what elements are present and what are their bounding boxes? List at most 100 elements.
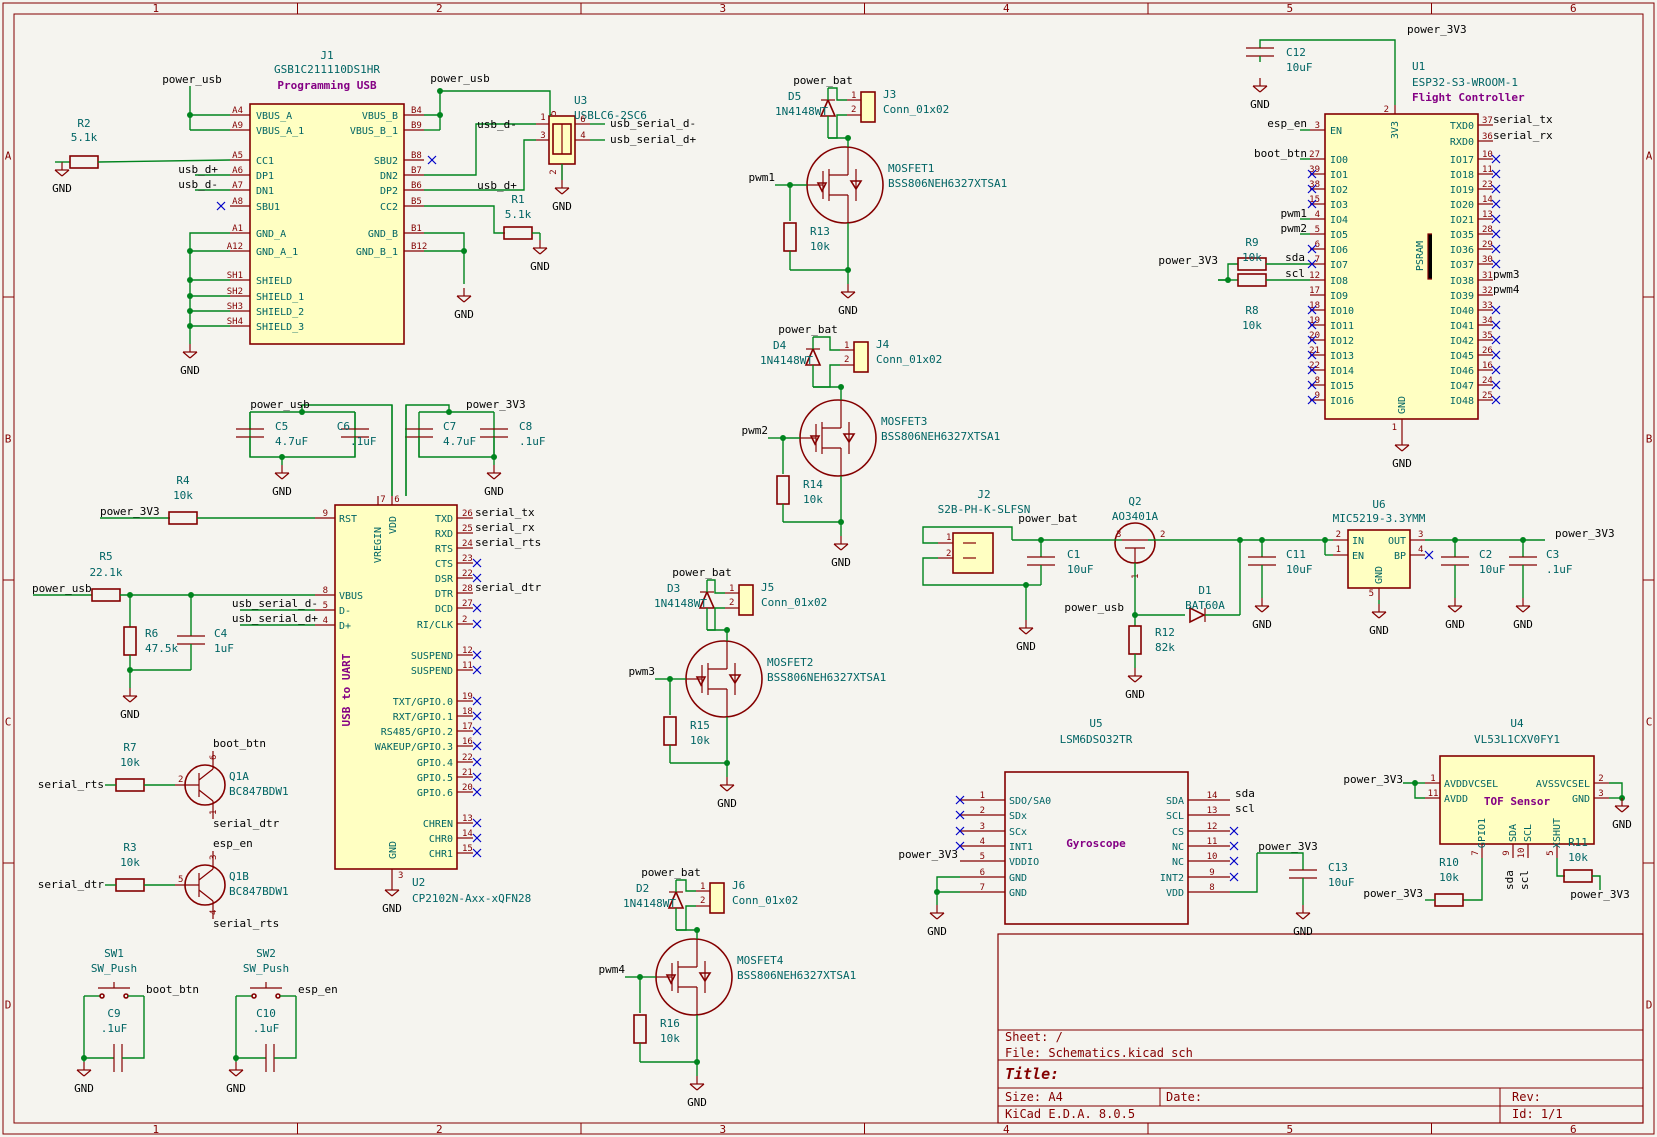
pin-name: SCL bbox=[1166, 811, 1184, 822]
pin-number: 21 bbox=[462, 768, 473, 778]
frame-row-label: A bbox=[5, 150, 12, 163]
no-connect-marker bbox=[472, 665, 482, 675]
c4-ref: C4 bbox=[214, 627, 228, 640]
mosfet-channel-2: MOSFET3BSS806NEH6327XTSA1pwm2R1410kGNDpo… bbox=[742, 323, 1001, 569]
pin-name: SHIELD_2 bbox=[256, 307, 304, 318]
gnd-symbol bbox=[689, 1083, 698, 1091]
wire bbox=[1609, 782, 1623, 798]
gnd-label: GND bbox=[530, 260, 550, 273]
no-connect-marker bbox=[1491, 229, 1501, 239]
r4-value: 10k bbox=[173, 489, 193, 502]
net-label-power-usb-4: power_usb bbox=[32, 582, 92, 595]
pin-number: 24 bbox=[462, 539, 473, 549]
net-label-sda-u4: sda bbox=[1503, 870, 1516, 890]
pin-name: SBU2 bbox=[374, 156, 398, 167]
pin-number: A5 bbox=[232, 151, 243, 161]
pin-number: B7 bbox=[411, 166, 422, 176]
wire bbox=[1427, 233, 1432, 280]
pin-number: SH1 bbox=[227, 271, 243, 281]
gnd-symbol bbox=[1614, 805, 1623, 813]
pin-name: EN bbox=[1352, 551, 1364, 562]
net-label-power-usb: power_usb bbox=[162, 73, 222, 86]
pin-name: VBUS_B bbox=[362, 111, 398, 122]
pin-number: 2 bbox=[462, 615, 467, 625]
r11-value: 10k bbox=[1568, 851, 1588, 864]
transistor-ref: Q1A bbox=[229, 770, 249, 783]
net-label-serial-tx: serial_tx bbox=[475, 506, 535, 519]
no-connect-marker bbox=[216, 201, 226, 211]
title-block: Sheet: /File: Schematics.kicad_schTitle:… bbox=[997, 933, 1644, 1124]
d1-body bbox=[1189, 606, 1206, 624]
resistor-body bbox=[503, 226, 533, 240]
r1-ref: R1 bbox=[511, 193, 524, 206]
net-label-scl-u5: scl bbox=[1235, 802, 1255, 815]
mosfet-channel-1: MOSFET1BSS806NEH6327XTSA1pwm1R1310kGNDpo… bbox=[749, 74, 1008, 317]
r7-ref: R7 bbox=[123, 741, 136, 754]
pin-number: 1 bbox=[980, 791, 985, 801]
gnd-label: GND bbox=[717, 797, 737, 810]
pin-name: IO36 bbox=[1450, 245, 1474, 256]
gnd-symbol bbox=[1252, 85, 1261, 93]
no-connect-marker bbox=[1307, 335, 1317, 345]
pin-number: 1 bbox=[844, 341, 849, 351]
wire bbox=[189, 86, 230, 116]
frame-col-label: 5 bbox=[1286, 1123, 1293, 1136]
pin-number: 22 bbox=[462, 753, 473, 763]
net-label-power-3v3-5: power_3V3 bbox=[1158, 254, 1218, 267]
net-label-power-bat: power_bat bbox=[672, 566, 732, 579]
pin-number: 4 bbox=[1315, 210, 1320, 220]
c3-ref: C3 bbox=[1546, 548, 1559, 561]
pin-number: 10 bbox=[1517, 848, 1527, 859]
frame-row-label: D bbox=[1646, 999, 1653, 1012]
gnd-label: GND bbox=[1369, 624, 1389, 637]
frame-col-label: 2 bbox=[436, 1123, 443, 1136]
pin-name: IO7 bbox=[1330, 260, 1348, 271]
pin-number: 23 bbox=[1482, 180, 1493, 190]
r7-value: 10k bbox=[120, 756, 140, 769]
pin-name: SHIELD bbox=[256, 276, 292, 287]
title-block-sheet: Sheet: / bbox=[1005, 1030, 1063, 1044]
gnd-symbol bbox=[1018, 627, 1027, 635]
c8-ref: C8 bbox=[519, 420, 532, 433]
u5-value: LSM6DSO32TR bbox=[1060, 733, 1133, 746]
mosfet-ref: MOSFET4 bbox=[737, 954, 784, 967]
j1-ref: J1 bbox=[320, 49, 333, 62]
connector-ref: J4 bbox=[876, 338, 890, 351]
gnd-symbol bbox=[456, 295, 465, 303]
gnd-symbol bbox=[1134, 675, 1143, 683]
junction-dot bbox=[1520, 537, 1526, 543]
pin-name: GND_B_1 bbox=[356, 247, 398, 258]
gnd-label: GND bbox=[831, 556, 851, 569]
pin-number: 4 bbox=[209, 910, 219, 915]
no-connect-marker bbox=[1491, 169, 1501, 179]
gnd-symbol bbox=[696, 1083, 705, 1091]
u2-title: USB to UART bbox=[340, 653, 353, 726]
pin-name: GPIO.5 bbox=[417, 773, 453, 784]
junction-dot bbox=[299, 409, 305, 415]
pin-name: DP2 bbox=[380, 186, 398, 197]
pin-number: 39 bbox=[1309, 165, 1320, 175]
net-label-power-3v3-3: power_3V3 bbox=[1555, 527, 1615, 540]
cap-ref: C9 bbox=[107, 1007, 120, 1020]
frame-col-label: 4 bbox=[1003, 2, 1010, 15]
pin-number: A7 bbox=[232, 181, 243, 191]
switch-ref: SW2 bbox=[256, 947, 276, 960]
c6-ref: C6 bbox=[337, 420, 350, 433]
c11-ref: C11 bbox=[1286, 548, 1306, 561]
pin-name: IO5 bbox=[1330, 230, 1348, 241]
pin-name: RI/CLK bbox=[417, 620, 453, 631]
pin-name: SBU1 bbox=[256, 202, 280, 213]
j1-value: GSB1C211110DS1HR bbox=[274, 63, 380, 76]
gnd-label: GND bbox=[180, 364, 200, 377]
junction-dot bbox=[187, 248, 193, 254]
pin-number: A1 bbox=[232, 224, 243, 234]
pin-number: 38 bbox=[1309, 180, 1320, 190]
net-label-pwm: pwm3 bbox=[629, 665, 656, 678]
net-label-power-bat: power_bat bbox=[778, 323, 838, 336]
net-label-usb-d-plus: usb_d+ bbox=[178, 163, 218, 176]
junction-dot bbox=[1412, 780, 1418, 786]
pin-name: CC1 bbox=[256, 156, 274, 167]
wire bbox=[922, 526, 1013, 544]
no-connect-marker bbox=[1491, 380, 1501, 390]
